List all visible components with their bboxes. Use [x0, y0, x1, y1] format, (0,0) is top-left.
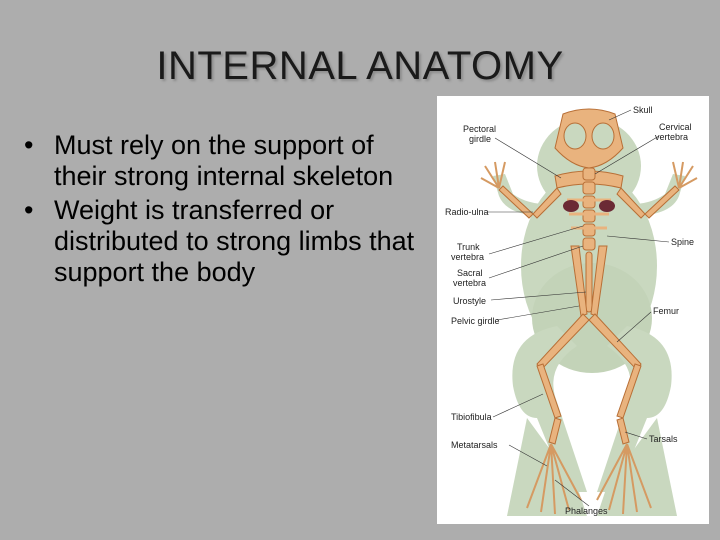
label-skull: Skull: [633, 105, 653, 115]
label-metatarsals: Metatarsals: [451, 440, 498, 450]
label-trunk-vertebra-1: Trunk: [457, 242, 480, 252]
bullet-item: • Weight is transferred or distributed t…: [22, 195, 422, 288]
bullet-dot: •: [24, 195, 34, 225]
label-sacral-vertebra-2: vertebra: [453, 278, 486, 288]
bullet-list: • Must rely on the support of their stro…: [22, 130, 422, 291]
bullet-item: • Must rely on the support of their stro…: [22, 130, 422, 192]
label-spine: Spine: [671, 237, 694, 247]
label-trunk-vertebra-2: vertebra: [451, 252, 484, 262]
label-leaders: [487, 109, 670, 507]
slide-title: INTERNAL ANATOMY: [156, 44, 564, 88]
bullet-text: Weight is transferred or distributed to …: [54, 195, 415, 287]
bullet-text: Must rely on the support of their strong…: [54, 130, 394, 191]
frog-digits: [480, 161, 698, 515]
frog-skeleton-figure: Skull Pectoral girdle Cervical vertebra …: [437, 96, 709, 524]
label-pectoral-girdle-2: girdle: [469, 134, 491, 144]
label-radio-ulna: Radio-ulna: [445, 207, 489, 217]
label-pelvic-girdle: Pelvic girdle: [451, 316, 500, 326]
frog-bones: [498, 108, 680, 445]
label-phalanges: Phalanges: [565, 506, 608, 516]
anatomy-labels: Skull Pectoral girdle Cervical vertebra …: [445, 105, 694, 516]
label-femur: Femur: [653, 306, 679, 316]
label-tibiofibula: Tibiofibula: [451, 412, 492, 422]
label-cervical-vertebra-1: Cervical: [659, 122, 692, 132]
frog-organs: [563, 200, 615, 212]
label-pectoral-girdle-1: Pectoral: [463, 124, 496, 134]
label-sacral-vertebra-1: Sacral: [457, 268, 483, 278]
frog-skeleton-diagram: Skull Pectoral girdle Cervical vertebra …: [445, 105, 698, 516]
bullet-dot: •: [24, 130, 34, 160]
label-cervical-vertebra-2: vertebra: [655, 132, 688, 142]
label-urostyle: Urostyle: [453, 296, 486, 306]
label-tarsals: Tarsals: [649, 434, 678, 444]
